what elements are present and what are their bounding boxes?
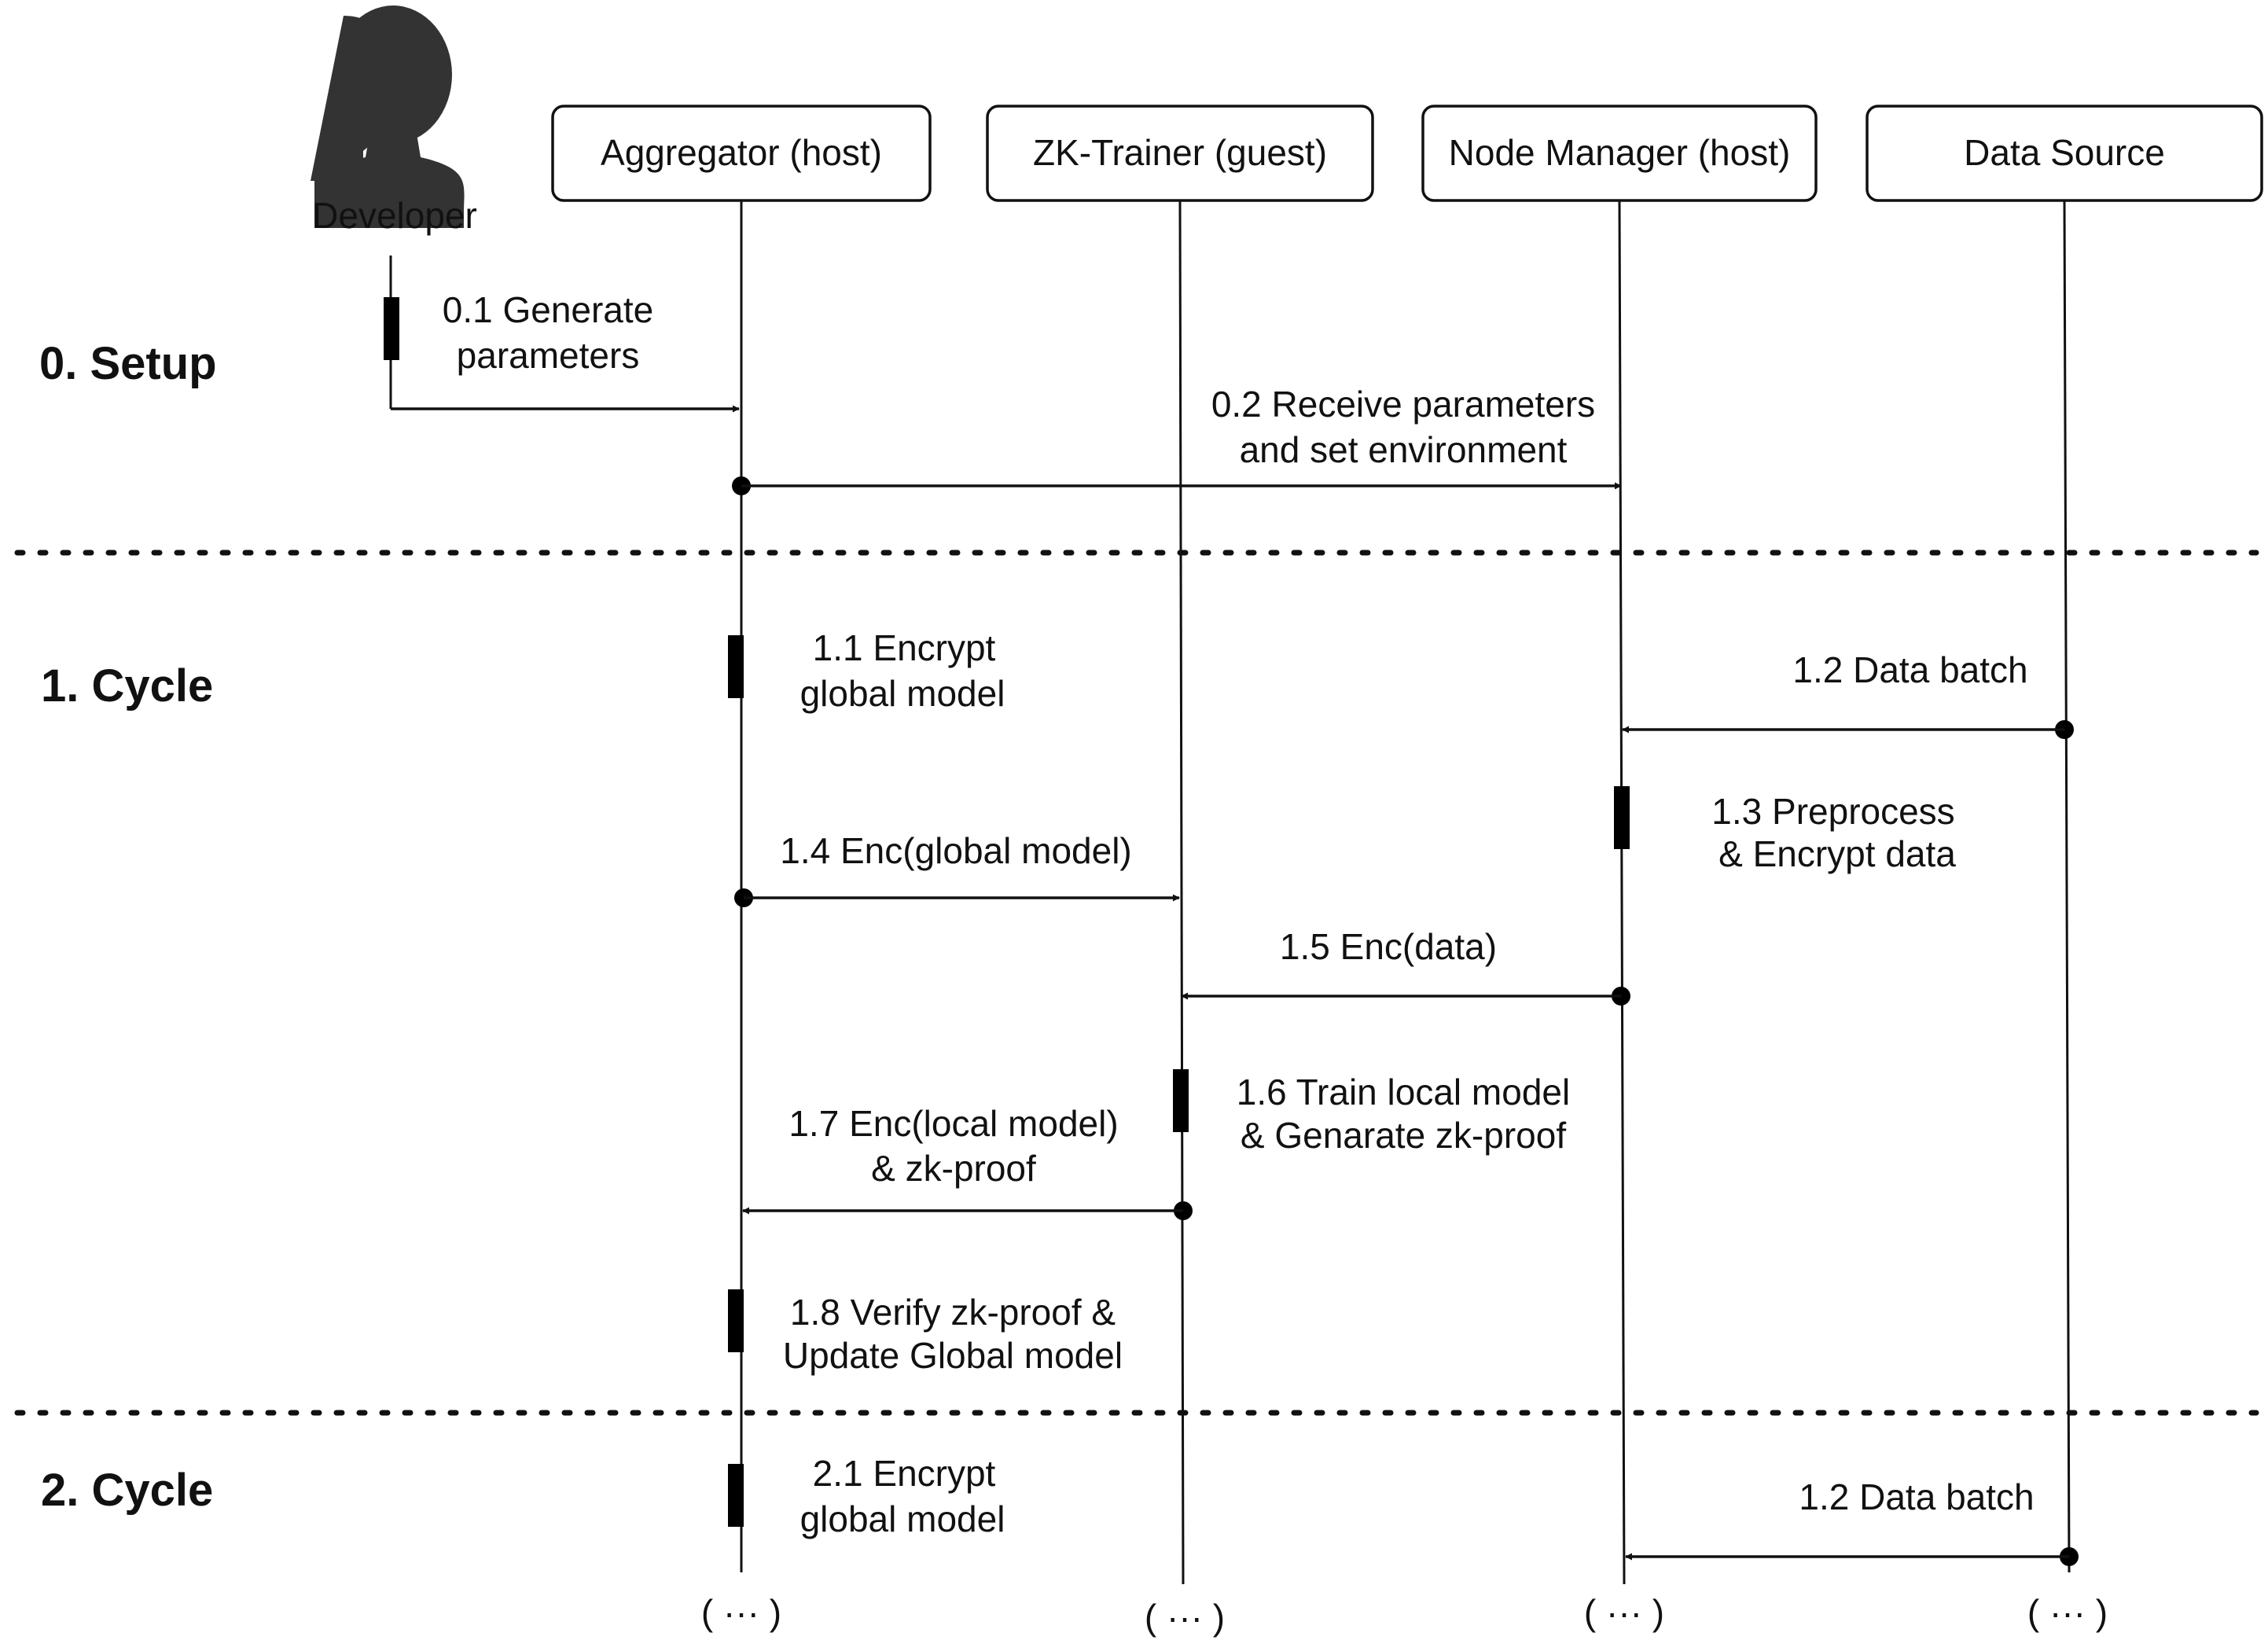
step-label-line1: 1.6 Train local model xyxy=(1237,1072,1570,1112)
step-0-2: 0.2 Receive parameters and set environme… xyxy=(732,384,1622,495)
step-label-line1: 0.2 Receive parameters xyxy=(1211,384,1595,425)
step-label-line1: 1.7 Enc(local model) xyxy=(788,1103,1118,1144)
step-1-5: 1.5 Enc(data) xyxy=(1181,926,1630,1006)
step-label-line1: 1.4 Enc(global model) xyxy=(780,830,1131,871)
zk-trainer-lifeline xyxy=(1178,200,1185,1585)
step-1-1: 1.1 Encrypt global model xyxy=(728,627,1005,714)
activation-bar xyxy=(728,635,744,698)
step-label-line1: 1.5 Enc(data) xyxy=(1280,926,1497,967)
step-label-line1: 1.1 Encrypt xyxy=(813,627,996,668)
developer-label: Developer xyxy=(312,195,477,236)
data-source-lifeline xyxy=(2063,200,2071,1573)
step-label-line2: global model xyxy=(800,673,1005,714)
phase-label-setup: 0. Setup xyxy=(39,338,217,389)
step-label-line1: 2.1 Encrypt xyxy=(813,1453,996,1494)
step-1-6: 1.6 Train local model & Genarate zk-proo… xyxy=(1173,1069,1570,1156)
step-label-line1: 1.3 Preprocess xyxy=(1711,791,1954,832)
step-1-3: 1.3 Preprocess & Encrypt data xyxy=(1614,786,1956,874)
participant-aggregator: Aggregator (host) xyxy=(551,105,932,202)
participant-label: Aggregator (host) xyxy=(601,132,882,173)
continuation-marker: ( ··· ) xyxy=(1584,1592,1664,1633)
node-manager-lifeline xyxy=(1618,200,1626,1585)
step-1-4: 1.4 Enc(global model) xyxy=(734,830,1180,907)
continuation-marker: ( ··· ) xyxy=(2027,1592,2108,1633)
participant-label: ZK-Trainer (guest) xyxy=(1033,132,1327,173)
step-label-line1: 1.2 Data batch xyxy=(1799,1476,2034,1517)
phase-label-cycle-2: 2. Cycle xyxy=(41,1465,213,1516)
step-label-line2: parameters xyxy=(457,335,640,376)
step-1-7: 1.7 Enc(local model) & zk-proof xyxy=(742,1103,1193,1220)
step-label-line2: Update Global model xyxy=(783,1335,1123,1376)
step-label-line2: & zk-proof xyxy=(871,1148,1036,1189)
step-label-line1: 1.8 Verify zk-proof & xyxy=(790,1292,1116,1333)
step-label-line2: & Genarate zk-proof xyxy=(1241,1115,1566,1156)
step-2-2: 1.2 Data batch xyxy=(1625,1476,2079,1566)
person-icon xyxy=(311,6,465,228)
participant-label: Node Manager (host) xyxy=(1449,132,1791,173)
continuation-marker: ( ··· ) xyxy=(1145,1597,1225,1638)
activation-bar xyxy=(384,297,399,360)
activation-bar xyxy=(1173,1069,1189,1132)
step-0-1: 0.1 Generate parameters xyxy=(384,289,740,413)
developer-actor: Developer xyxy=(311,6,477,409)
step-1-2: 1.2 Data batch xyxy=(1622,649,2074,739)
continuation-marker: ( ··· ) xyxy=(701,1592,781,1633)
phase-label-cycle-1: 1. Cycle xyxy=(41,660,213,712)
participant-node-manager: Node Manager (host) xyxy=(1421,105,1818,202)
step-label-line1: 0.1 Generate xyxy=(443,289,654,330)
participant-label: Data Source xyxy=(1964,132,2165,173)
participant-zk-trainer: ZK-Trainer (guest) xyxy=(986,105,1374,202)
activation-bar xyxy=(728,1464,744,1527)
step-1-8: 1.8 Verify zk-proof & Update Global mode… xyxy=(728,1289,1123,1376)
activation-bar xyxy=(1614,786,1630,849)
activation-bar xyxy=(728,1289,744,1352)
step-label-line2: and set environment xyxy=(1240,429,1568,470)
step-label-line2: & Encrypt data xyxy=(1718,833,1956,874)
step-2-1: 2.1 Encrypt global model xyxy=(728,1453,1005,1539)
step-label-line1: 1.2 Data batch xyxy=(1792,649,2027,690)
participant-data-source: Data Source xyxy=(1865,105,2263,202)
step-label-line2: global model xyxy=(800,1498,1005,1539)
